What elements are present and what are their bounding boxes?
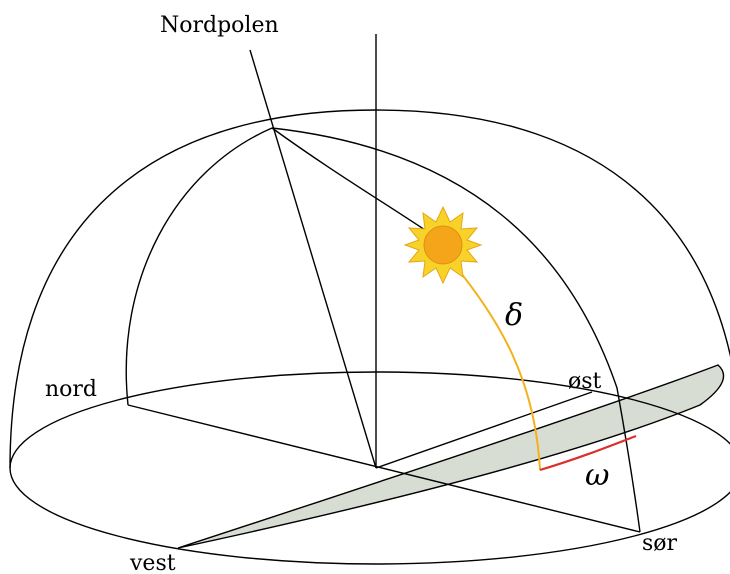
meridian-west xyxy=(125,127,273,406)
meridian-east xyxy=(271,127,641,533)
north-pole-label: Nordpolen xyxy=(160,13,279,38)
declination-arc xyxy=(451,261,541,471)
sun-icon xyxy=(403,205,483,285)
equator-plane xyxy=(177,364,725,549)
north-south-line xyxy=(127,404,641,533)
west-east-line xyxy=(375,391,593,469)
north-label: nord xyxy=(45,377,97,402)
hour-angle-arc xyxy=(539,434,637,472)
hour-circle xyxy=(271,127,426,231)
hour-angle-label: ω xyxy=(585,458,609,493)
west-label: vest xyxy=(129,551,176,574)
polar-axis xyxy=(249,49,377,469)
declination-label: δ xyxy=(505,298,523,333)
south-label: sør xyxy=(642,531,678,556)
east-label: øst xyxy=(568,369,602,394)
